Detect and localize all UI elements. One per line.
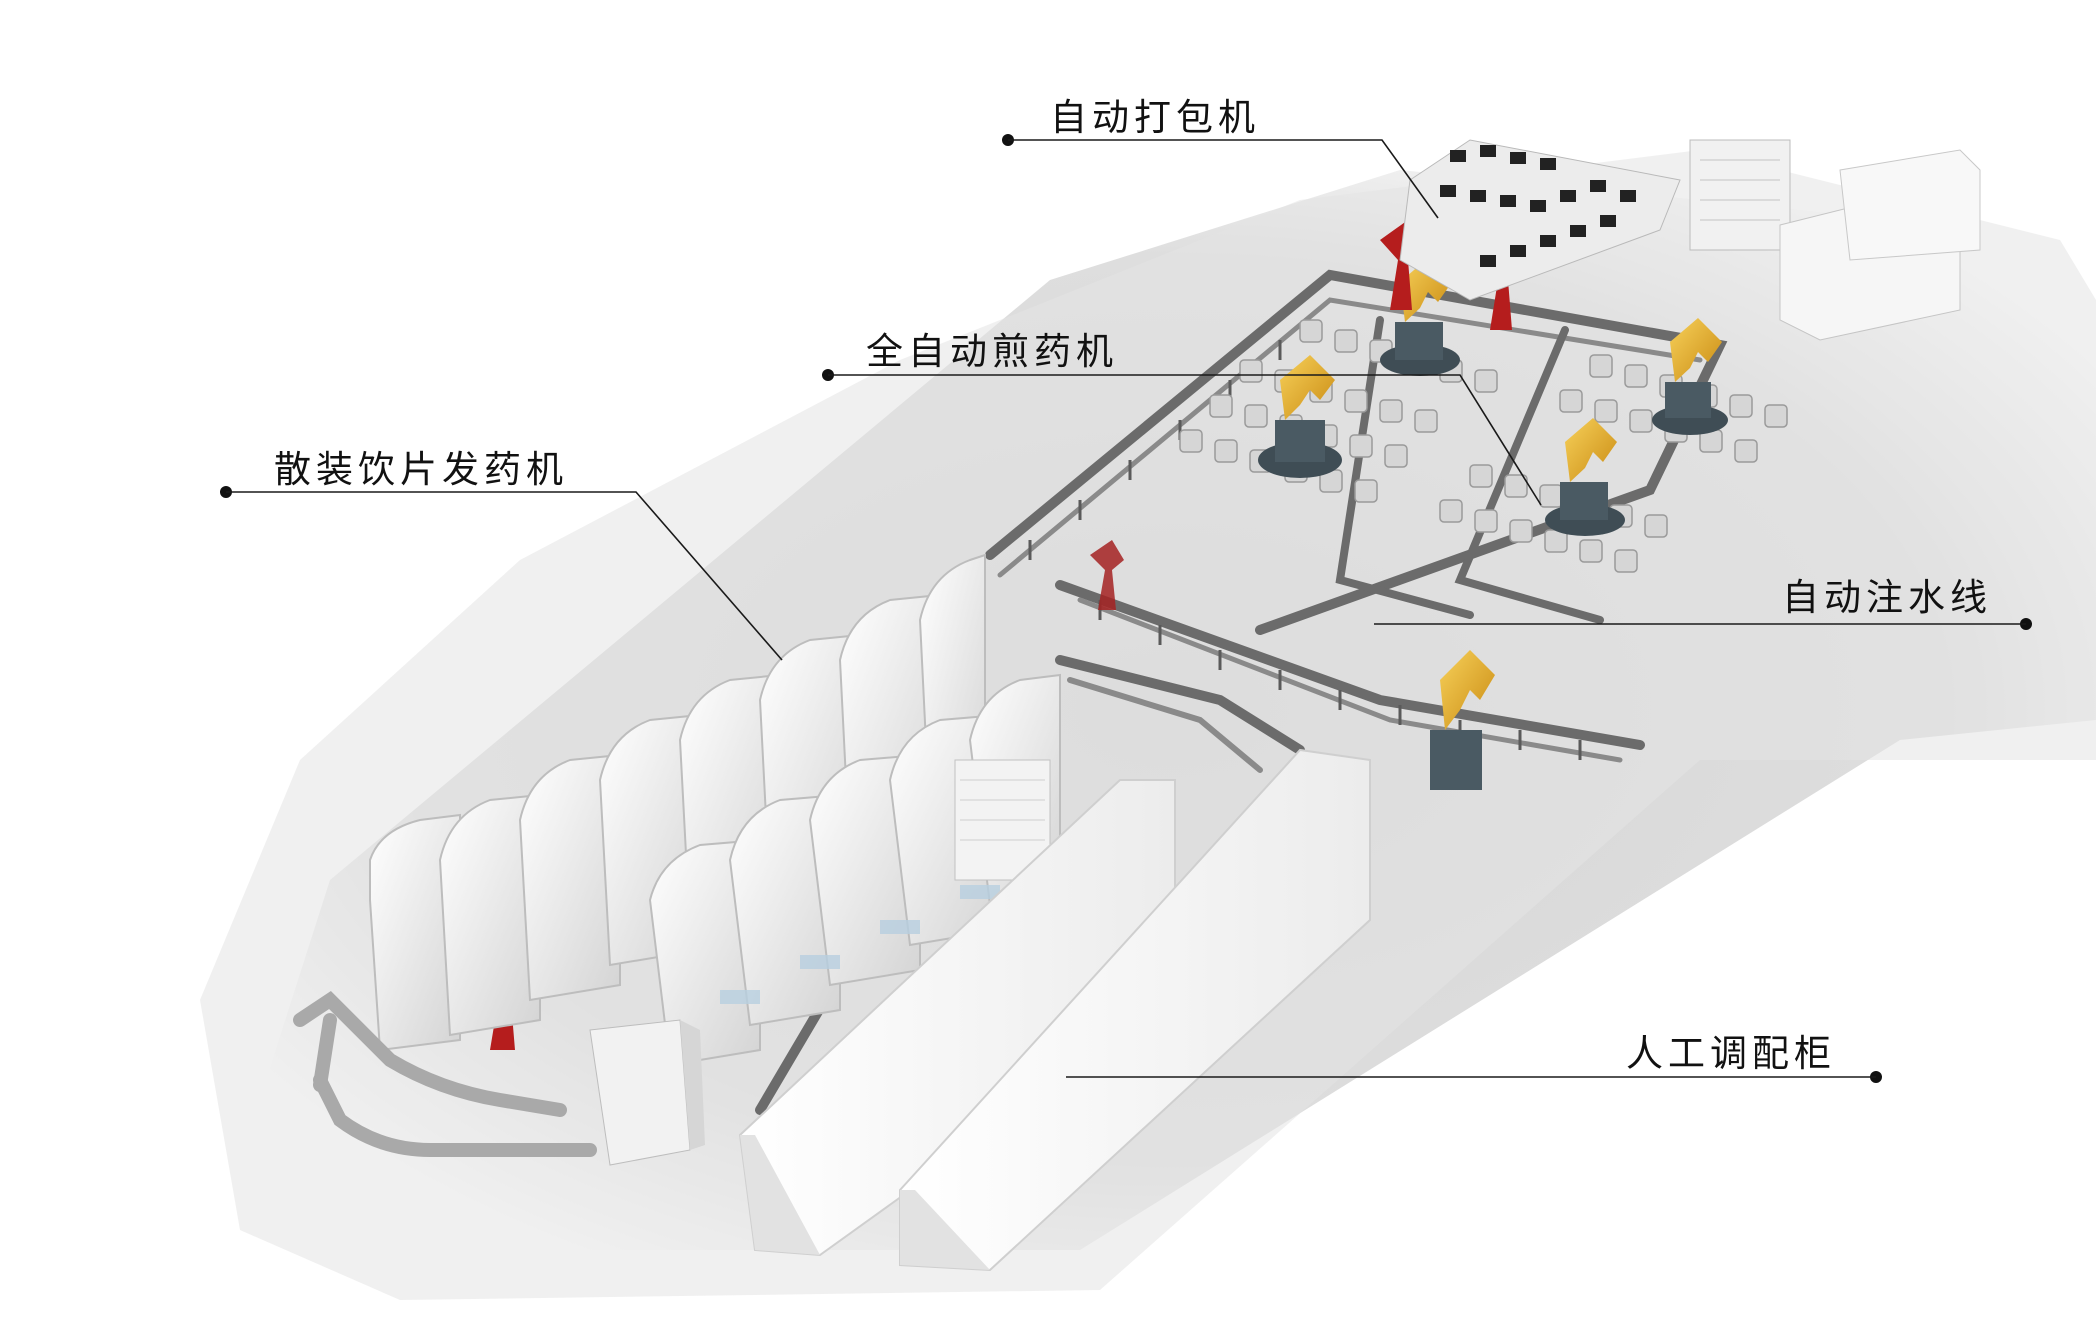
red-robot-arm bbox=[1090, 540, 1124, 610]
decocting-cell-left bbox=[1179, 319, 1498, 503]
label-dispensing-machine: 散装饮片发药机 bbox=[274, 448, 568, 491]
control-cabinet bbox=[589, 1019, 705, 1166]
robot-arm bbox=[1545, 418, 1625, 536]
decocting-cells bbox=[1179, 319, 1788, 573]
pipework bbox=[293, 990, 597, 1157]
robot-arm bbox=[1430, 650, 1495, 790]
packing-machines bbox=[1399, 139, 1981, 341]
robot-arm bbox=[1652, 318, 1728, 435]
label-packing-machine: 自动打包机 bbox=[1050, 96, 1260, 139]
callout-packing: 自动打包机 bbox=[1002, 96, 1439, 219]
callout-manual-cabinet: 人工调配柜 bbox=[1066, 1032, 1882, 1083]
dispensing-machines bbox=[369, 553, 1061, 1067]
callout-leader bbox=[828, 374, 1542, 506]
callout-leader bbox=[226, 491, 783, 661]
robot-arm bbox=[1258, 355, 1342, 478]
manual-cabinets bbox=[738, 748, 1371, 1272]
label-water-line: 自动注水线 bbox=[1782, 576, 1992, 619]
callout-leader bbox=[1008, 139, 1439, 219]
label-manual-cabinet: 人工调配柜 bbox=[1626, 1032, 1836, 1075]
label-decocting-machine: 全自动煎药机 bbox=[866, 330, 1118, 373]
callout-decocting: 全自动煎药机 bbox=[822, 330, 1542, 506]
callout-dispensing: 散装饮片发药机 bbox=[220, 448, 783, 661]
decocting-cell-right bbox=[1439, 354, 1788, 573]
callout-water-line: 自动注水线 bbox=[1374, 576, 2032, 630]
